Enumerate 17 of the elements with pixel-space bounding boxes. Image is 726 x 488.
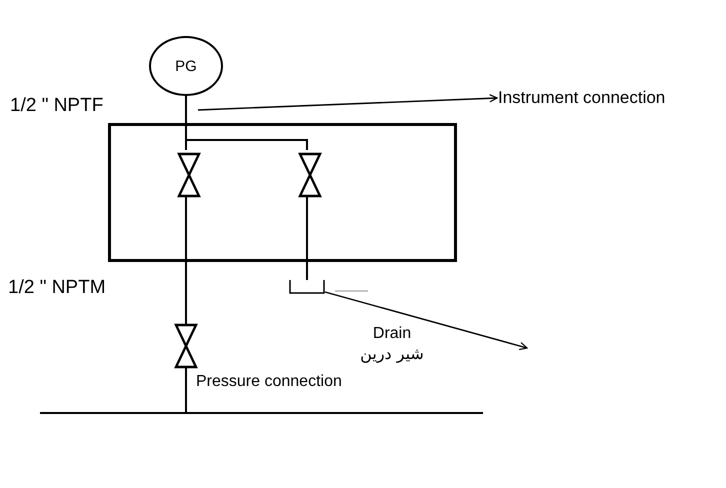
arrow bbox=[198, 94, 498, 111]
drain-label: Drain bbox=[372, 324, 412, 344]
arrow bbox=[324, 291, 528, 350]
gauge-circle: PG bbox=[149, 36, 223, 96]
valve-caption: شیر درین bbox=[360, 344, 424, 364]
valve-symbol bbox=[175, 324, 197, 368]
pipe-line bbox=[186, 139, 308, 150]
manifold-box bbox=[108, 123, 457, 262]
valve-symbol bbox=[299, 153, 321, 197]
pipe-line bbox=[185, 96, 187, 150]
port-size-label: 1/2 " NPTF bbox=[10, 95, 104, 118]
port-size-label: 1/2 " NPTM bbox=[8, 277, 106, 300]
connection-label: Instrument connection bbox=[498, 87, 666, 109]
valve-symbol bbox=[178, 153, 200, 197]
connection-label: Pressure connection bbox=[196, 372, 342, 392]
drain-cup bbox=[289, 280, 325, 294]
pipe-line bbox=[185, 368, 187, 412]
